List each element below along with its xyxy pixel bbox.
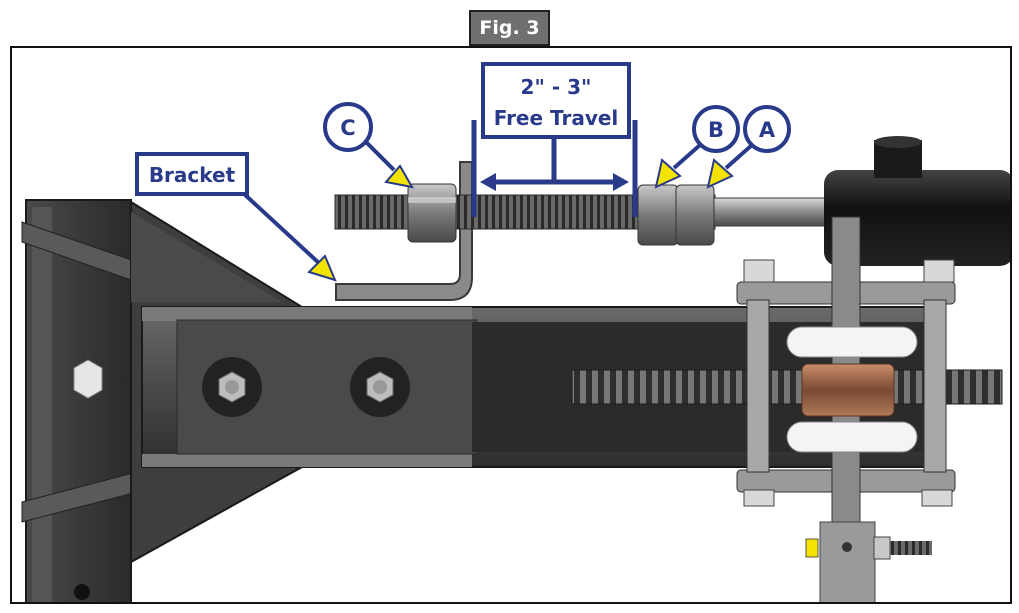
figure-tab-label: Fig. 3	[479, 17, 540, 39]
travel-label-line1: 2" - 3"	[521, 75, 592, 99]
callout-c: C	[323, 102, 414, 189]
callout-c-label: C	[340, 116, 355, 140]
nut-b	[637, 184, 679, 246]
cylinder-rod	[709, 197, 841, 227]
vertical-post	[21, 199, 138, 602]
callout-b-label: B	[708, 118, 724, 142]
mechanism-illustration: 2" - 3" Free Travel Bracket C B A	[21, 62, 1010, 602]
beam-bolt-right	[350, 357, 410, 417]
beam-bolt-left	[202, 357, 262, 417]
pinion-gear	[801, 363, 895, 417]
post-bolt-icon	[73, 359, 103, 399]
figure-tab: Fig. 3	[469, 10, 550, 46]
nut-c	[407, 183, 457, 243]
travel-label-line2: Free Travel	[494, 106, 619, 130]
callout-a: A	[706, 105, 791, 189]
nut-a	[675, 184, 715, 246]
pinion-carriage	[736, 216, 956, 602]
callout-a-label: A	[759, 118, 776, 142]
free-travel-indicator: 2" - 3" Free Travel	[471, 62, 638, 217]
hydraulic-cylinder	[824, 136, 1010, 266]
illustration-frame: 2" - 3" Free Travel Bracket C B A	[10, 46, 1012, 604]
bracket-callout: Bracket	[135, 152, 337, 282]
bracket-label: Bracket	[149, 163, 236, 187]
callout-b: B	[654, 105, 740, 189]
